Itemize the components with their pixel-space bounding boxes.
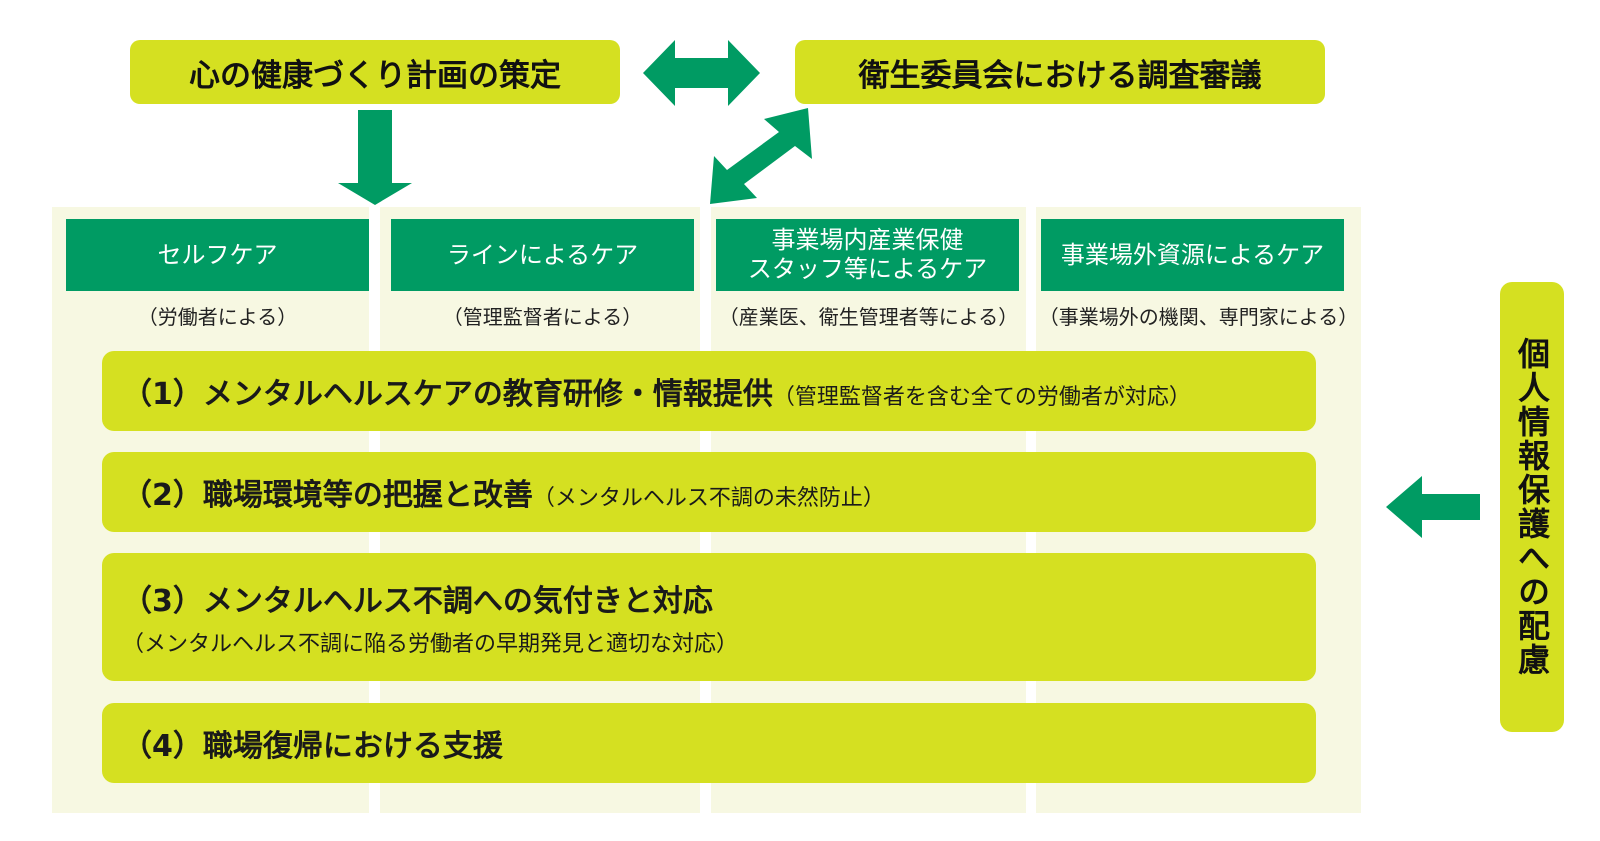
measure-note: （メンタルヘルス不調に陥る労働者の早期発見と適切な対応）: [122, 632, 739, 657]
plan-label: 心の健康づくり計画の策定: [189, 57, 561, 94]
arrow-left: [1386, 476, 1480, 538]
column-header-line-care: ラインによるケア: [391, 219, 694, 291]
column-title-line2: スタッフ等によるケア: [747, 255, 988, 283]
measure-main: （2）職場環境等の把握と改善: [122, 478, 533, 513]
privacy-label: 個人情報保護への配慮: [1513, 337, 1551, 677]
measure-band-2: （2）職場環境等の把握と改善（メンタルヘルス不調の未然防止）: [102, 452, 1316, 532]
measure-main: （4）職場復帰における支援: [122, 729, 503, 764]
column-sub-line-care: （管理監督者による）: [442, 304, 643, 329]
privacy-box: 個人情報保護への配慮: [1500, 282, 1564, 732]
column-header-external: 事業場外資源によるケア: [1041, 219, 1344, 291]
column-title: ラインによるケア: [446, 240, 639, 269]
committee-box: 衛生委員会における調査審議: [795, 40, 1325, 104]
column-title: セルフケア: [157, 240, 278, 269]
measure-band-3: （3）メンタルヘルス不調への気付きと対応 （メンタルヘルス不調に陥る労働者の早期…: [102, 553, 1316, 681]
double-arrow-diagonal: [710, 108, 812, 204]
column-header-internal-staff: 事業場内産業保健 スタッフ等によるケア: [716, 219, 1019, 291]
arrow-down: [338, 110, 412, 205]
committee-label: 衛生委員会における調査審議: [858, 57, 1262, 94]
column-sub-external: （事業場外の機関、専門家による）: [1038, 304, 1359, 329]
double-arrow-horizontal: [643, 40, 760, 106]
plan-box: 心の健康づくり計画の策定: [130, 40, 620, 104]
measure-main: （3）メンタルヘルス不調への気付きと対応: [122, 584, 713, 619]
column-title-line1: 事業場内産業保健: [771, 226, 964, 254]
column-sub-self-care: （労働者による）: [137, 304, 298, 329]
measure-main: （1）メンタルヘルスケアの教育研修・情報提供: [122, 377, 773, 412]
column-sub-internal-staff: （産業医、衛生管理者等による）: [718, 304, 1019, 329]
measure-band-1: （1）メンタルヘルスケアの教育研修・情報提供（管理監督者を含む全ての労働者が対応…: [102, 351, 1316, 431]
measure-band-4: （4）職場復帰における支援: [102, 703, 1316, 783]
column-header-self-care: セルフケア: [66, 219, 369, 291]
measure-note: （管理監督者を含む全ての労働者が対応）: [772, 385, 1191, 410]
column-title: 事業場外資源によるケア: [1060, 240, 1325, 269]
measure-note: （メンタルヘルス不調の未然防止）: [532, 486, 885, 511]
